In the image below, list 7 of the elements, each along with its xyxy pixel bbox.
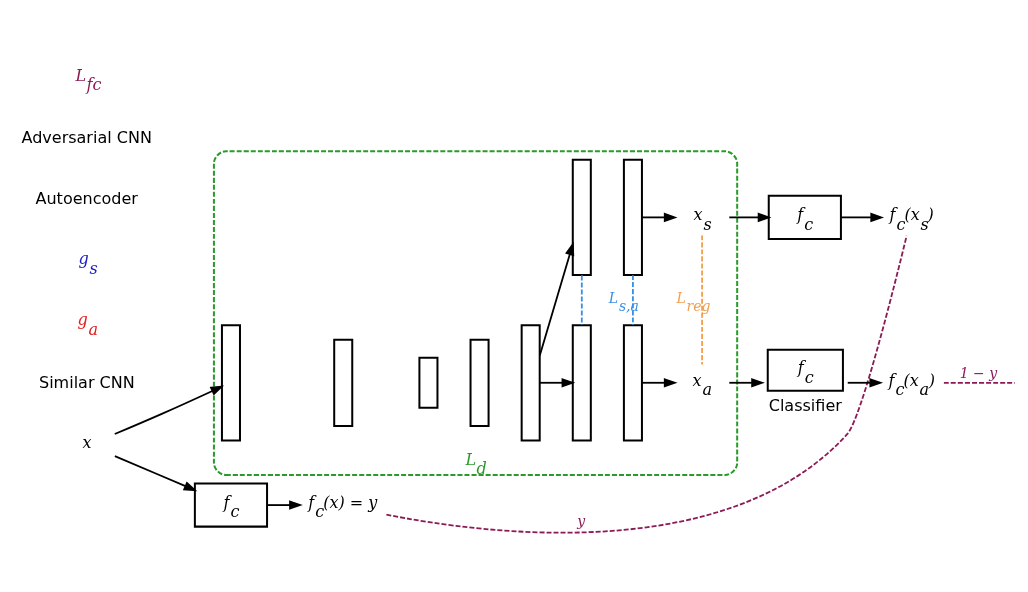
edge-label: 1 − y bbox=[959, 364, 997, 381]
node-label: Classifier bbox=[768, 395, 842, 415]
edge-label: y bbox=[576, 512, 585, 529]
label: Adversarial CNN bbox=[20, 127, 152, 147]
label: Similar CNN bbox=[38, 372, 135, 392]
label: Autoencoder bbox=[34, 188, 138, 208]
node-text: x bbox=[82, 432, 92, 452]
